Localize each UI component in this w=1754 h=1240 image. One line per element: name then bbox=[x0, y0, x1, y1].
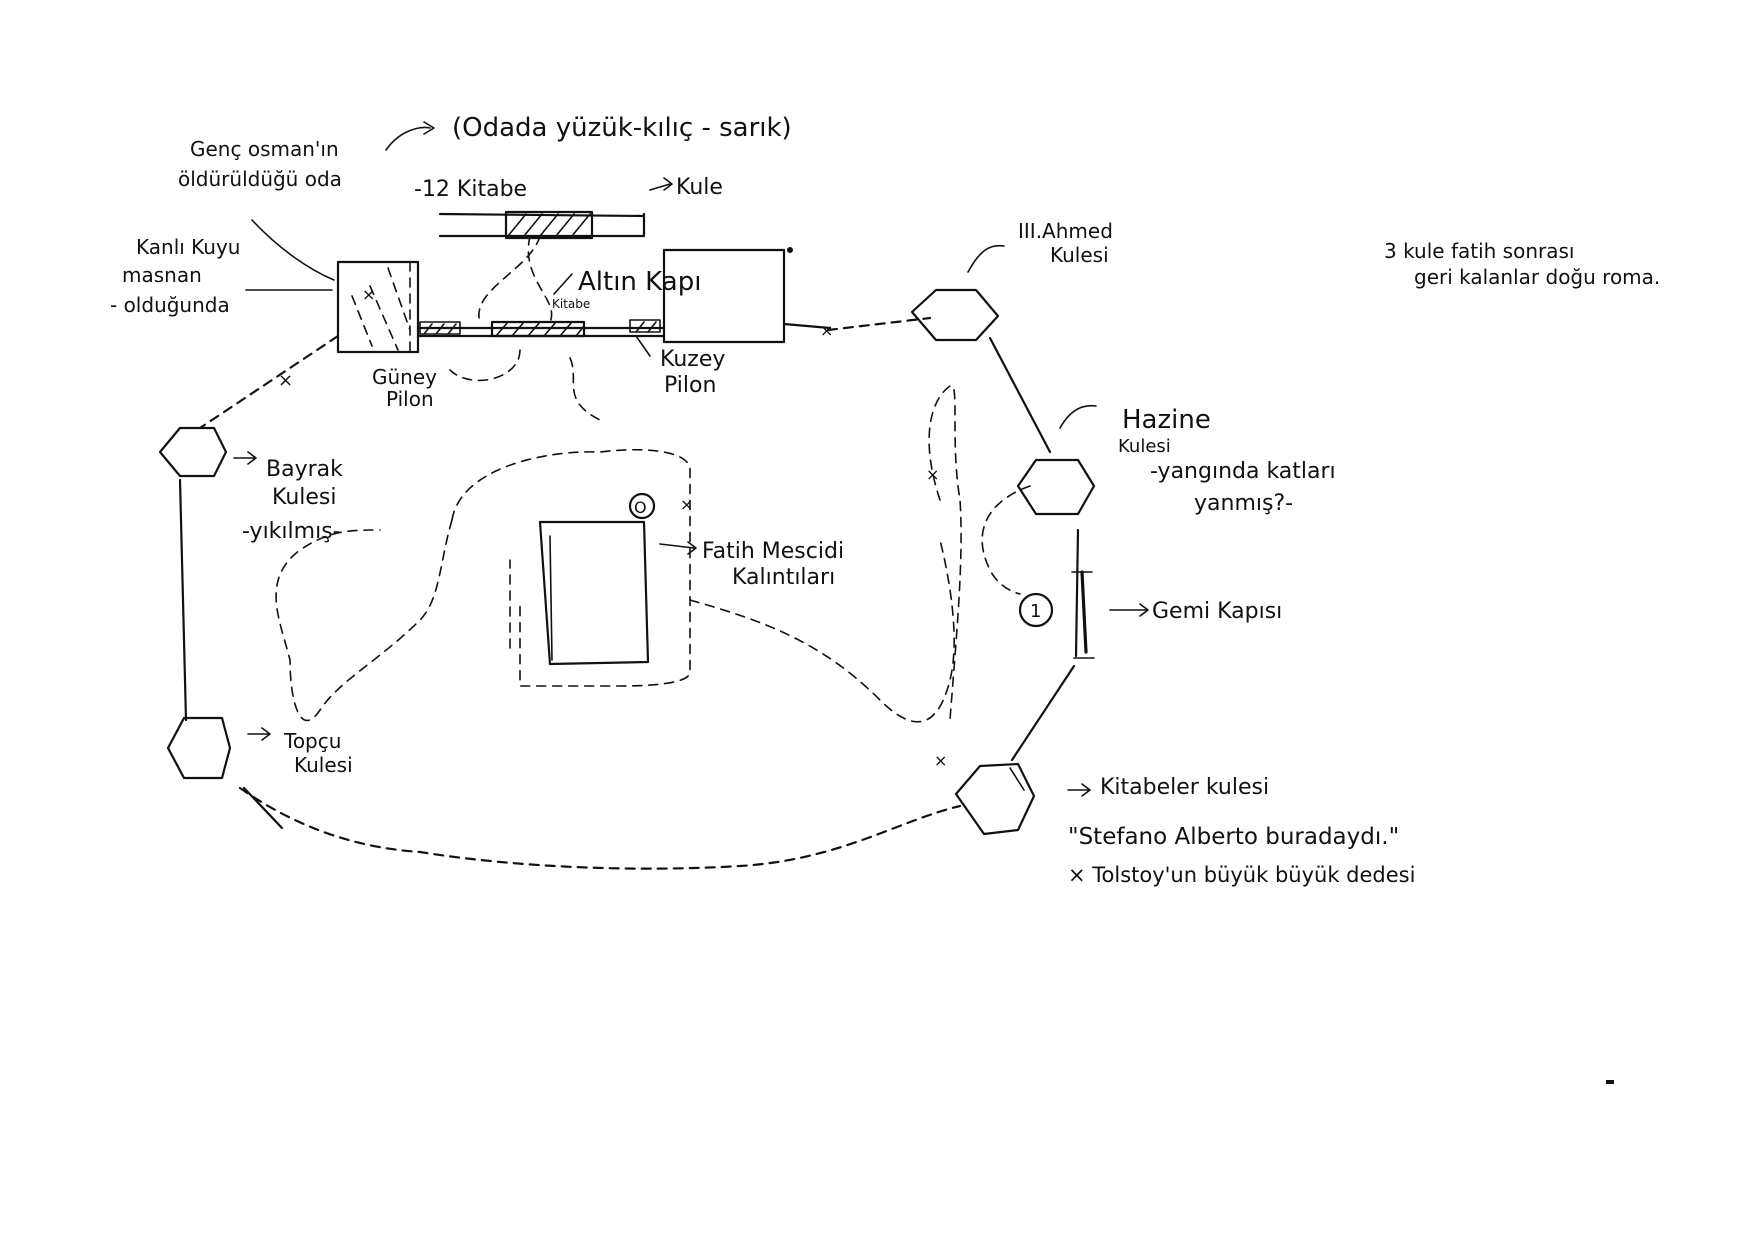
outer-walls: × bbox=[178, 316, 1095, 870]
label-genc-osman-2: öldürüldüğü oda bbox=[178, 167, 342, 191]
handwritten-labels: Genç osman'ın öldürüldüğü oda (Odada yüz… bbox=[110, 113, 1660, 887]
label-kitabeler: Kitabeler kulesi bbox=[1100, 775, 1269, 800]
towers: × bbox=[158, 288, 1096, 836]
hatched-lower-wall bbox=[490, 320, 586, 338]
golden-gate-complex: × bbox=[336, 210, 833, 421]
label-gemi: Gemi Kapısı bbox=[1152, 599, 1282, 624]
well-mark: O bbox=[634, 498, 647, 517]
artillery-tower-hexagon bbox=[166, 716, 232, 780]
label-kuzey-pilon-1: Kuzey bbox=[660, 347, 725, 372]
fatih-mosque-ruins: O bbox=[538, 492, 656, 666]
label-guney-pilon-1: Güney bbox=[372, 365, 437, 389]
svg-text:×: × bbox=[362, 285, 375, 304]
label-stefano: "Stefano Alberto buradaydı." bbox=[1068, 824, 1399, 850]
flag-tower-hexagon bbox=[158, 426, 228, 478]
label-hazine-3: -yangında katları bbox=[1150, 459, 1336, 484]
label-guney-pilon-2: Pilon bbox=[386, 387, 434, 411]
label-kuzey-pilon-2: Pilon bbox=[664, 373, 716, 398]
label-tolstoy: × Tolstoy'un büyük büyük dedesi bbox=[1068, 863, 1415, 887]
label-note-1: 3 kule fatih sonrası bbox=[1384, 239, 1574, 263]
left-gate-tower bbox=[336, 260, 420, 354]
label-kanli-kuyu-3: - olduğunda bbox=[110, 293, 230, 317]
label-fatih-2: Kalıntıları bbox=[732, 565, 835, 590]
inscriptions-tower-hexagon bbox=[954, 762, 1036, 836]
well-marker bbox=[628, 492, 656, 520]
label-genc-osman-1: Genç osman'ın bbox=[190, 137, 339, 161]
ship-gate-number: 1 bbox=[1030, 601, 1041, 622]
label-hazine-1: Hazine bbox=[1122, 405, 1211, 435]
ink-dot bbox=[1606, 1080, 1614, 1084]
svg-text:×: × bbox=[926, 465, 939, 484]
mosque-enclosure bbox=[451, 448, 691, 687]
label-note-2: geri kalanlar doğu roma. bbox=[1414, 265, 1660, 289]
label-kitabe: -12 Kitabe bbox=[414, 177, 527, 202]
label-bayrak-2: Kulesi bbox=[272, 485, 337, 510]
ahmed-tower-hexagon bbox=[910, 288, 1000, 342]
hatched-upper-wall bbox=[504, 210, 594, 240]
label-odada: (Odada yüzük-kılıç - sarık) bbox=[452, 113, 792, 143]
svg-text:×: × bbox=[278, 370, 293, 391]
label-altin-kapi: Altın Kapı bbox=[578, 267, 701, 297]
svg-text:×: × bbox=[680, 495, 693, 514]
label-fatih-1: Fatih Mescidi bbox=[702, 539, 844, 564]
label-kule-top: Kule bbox=[676, 175, 723, 200]
svg-text:×: × bbox=[934, 751, 947, 770]
treasury-tower-hexagon bbox=[1016, 458, 1096, 516]
label-bayrak-1: Bayrak bbox=[266, 457, 343, 482]
label-topcu-1: Topçu bbox=[283, 729, 341, 753]
label-ahmed-2: Kulesi bbox=[1050, 243, 1109, 267]
label-kitabe-small: Kitabe bbox=[552, 297, 590, 311]
label-kanli-kuyu-1: Kanlı Kuyu bbox=[136, 235, 240, 259]
leader-arrows bbox=[233, 121, 1149, 797]
ship-gate-number-circle bbox=[1018, 592, 1054, 628]
svg-text:×: × bbox=[820, 321, 833, 340]
label-topcu-2: Kulesi bbox=[294, 753, 353, 777]
label-kanli-kuyu-2: masnan bbox=[122, 263, 202, 287]
label-hazine-4: yanmış?- bbox=[1194, 491, 1293, 516]
label-hazine-2: Kulesi bbox=[1118, 436, 1171, 457]
label-bayrak-3: -yıkılmış- bbox=[242, 519, 341, 544]
interior-paths: × × × bbox=[275, 285, 1031, 723]
right-gate-tower bbox=[662, 248, 786, 344]
label-ahmed-1: III.Ahmed bbox=[1018, 219, 1113, 243]
